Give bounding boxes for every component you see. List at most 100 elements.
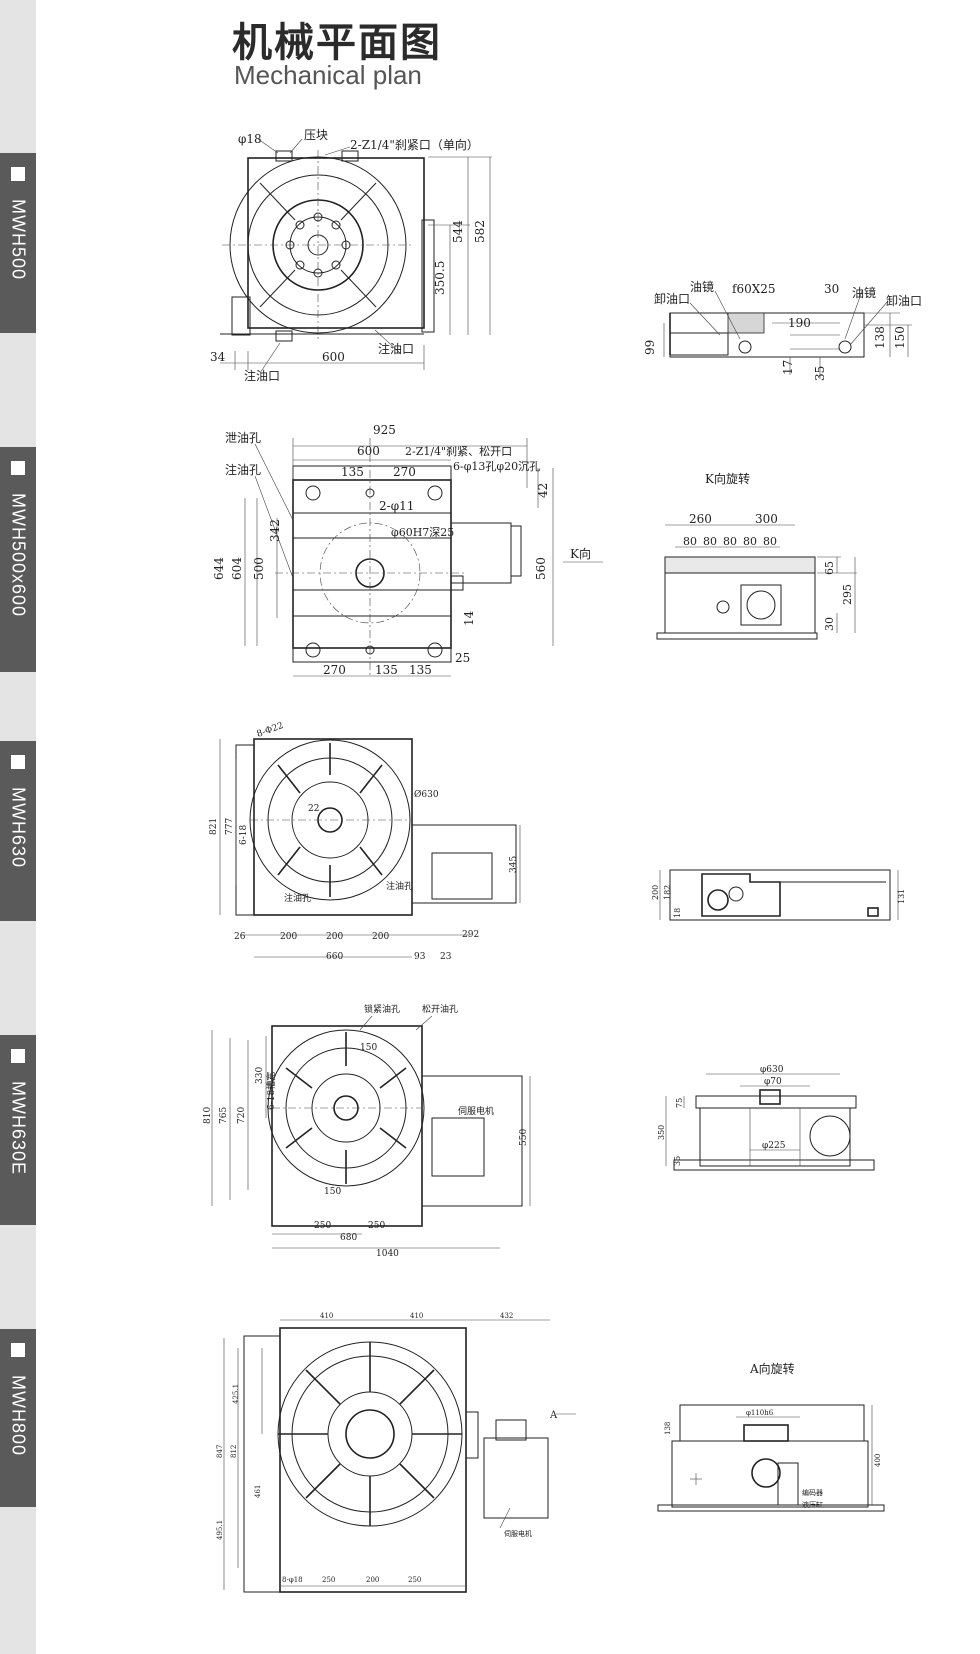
note-label: 卸油口 — [886, 293, 922, 308]
note-label: 压块 — [304, 128, 328, 142]
dim-label: 544 — [451, 220, 465, 243]
dim-label: 35 — [813, 366, 827, 381]
dim-label: φ630 — [760, 1065, 784, 1075]
mwh800-aview-drawing: A向旋转 φ110h6 400 138 编码器 液压缸 — [657, 1361, 885, 1512]
dim-label: φ70 — [764, 1077, 782, 1087]
dim-label: 461 — [254, 1485, 262, 1498]
dim-label: 847 — [216, 1445, 224, 1458]
dim-label: 150 — [893, 326, 907, 349]
mwh500x600-plan-drawing: 925 泄油孔 600 2-Z1/4"刹紧、松开口 注油孔 135 270 6-… — [212, 423, 603, 677]
note-label: 锁紧油孔 — [364, 1003, 400, 1015]
dim-label: 200 — [366, 1576, 379, 1584]
dim-label: 350.5 — [433, 261, 447, 295]
mwh500-plan-drawing: φ18 压块 2-Z1/4"刹紧口（单向） 544 582 350.5 34 6… — [210, 128, 492, 383]
dim-label: 8-Φ22 — [256, 721, 285, 740]
model-tab-label: MWH630 — [8, 787, 29, 869]
note-label: 卸油口 — [654, 291, 690, 306]
dim-label: 65 — [823, 561, 836, 575]
bullet-square-icon — [11, 167, 25, 181]
mwh630-plan-drawing: 8-Φ22 Ø630 821 777 6-18 22 345 注油孔 注油孔 2… — [209, 721, 521, 962]
dim-label: 495.1 — [216, 1520, 224, 1540]
mwh630e-plan-drawing: 锁紧油孔 松开油孔 150 330 6-18槽宽 810 765 720 伺服电… — [203, 1003, 531, 1259]
dim-label: 6-18 — [239, 825, 249, 845]
dim-label: 26 — [234, 932, 246, 942]
note-label: 2-Z1/4"刹紧、松开口 — [405, 444, 512, 458]
model-tab-mwh800[interactable]: MWH800 — [0, 1329, 36, 1507]
mwh630-side-drawing: 200 182 18 131 — [651, 869, 906, 921]
dim-label: 345 — [509, 856, 519, 873]
note-label: 2-φ11 — [379, 499, 414, 513]
dim-label: 200 — [651, 885, 660, 900]
dim-label: 1040 — [376, 1249, 399, 1259]
dim-label: 821 — [209, 818, 219, 835]
dim-label: 30 — [823, 617, 836, 631]
dim-label: 680 — [340, 1233, 357, 1243]
mwh630e-side-drawing: φ630 φ70 75 350 35 φ225 — [657, 1065, 875, 1171]
dim-label: 18 — [673, 908, 682, 918]
dim-label: 250 — [408, 1576, 421, 1584]
page-subtitle: Mechanical plan — [234, 60, 422, 90]
dim-label: 925 — [373, 423, 396, 437]
dim-label: 812 — [230, 1445, 238, 1458]
dim-label: 75 — [675, 1098, 684, 1108]
model-tab-label: MWH500 — [8, 199, 29, 281]
model-tab-label: MWH630E — [8, 1081, 29, 1176]
dim-label: 410 — [410, 1312, 423, 1320]
model-tab-mwh500x600[interactable]: MWH500x600 — [0, 447, 36, 672]
dim-label: 200 — [372, 932, 389, 942]
note-label: 注油口 — [244, 368, 280, 383]
dim-label: 30 — [824, 282, 839, 296]
dim-label: 292 — [462, 930, 479, 940]
dim-label: φ18 — [238, 132, 262, 146]
dim-label: 250 — [322, 1576, 335, 1584]
note-label: 编码器 — [802, 1488, 823, 1497]
note-label: 注油孔 — [284, 892, 311, 904]
dim-label: 720 — [237, 1107, 247, 1124]
note-label: 2-Z1/4"刹紧口（单向） — [350, 137, 479, 152]
dim-label: 23 — [440, 952, 452, 962]
dim-label: 135 — [375, 663, 398, 677]
model-tab-mwh630[interactable]: MWH630 — [0, 741, 36, 921]
dim-label: φ225 — [762, 1141, 786, 1151]
mwh500-side-drawing: 卸油口 油镜 f60X25 30 油镜 卸油口 190 99 138 150 1… — [643, 279, 922, 381]
mwh800-plan-drawing: 410 410 432 425.1 847 812 495.1 461 A 伺服… — [216, 1312, 576, 1593]
dim-label: 777 — [225, 818, 235, 835]
dim-label: 42 — [536, 483, 550, 498]
note-label: 6-φ13孔φ20沉孔 — [453, 460, 540, 473]
dim-label: φ110h6 — [746, 1409, 774, 1417]
mwh500x600-kview-drawing: K向旋转 260 300 80 80 80 80 80 65 295 30 — [656, 471, 857, 640]
dim-label: 99 — [643, 340, 657, 355]
dim-label: 350 — [657, 1125, 666, 1140]
dim-label: 138 — [873, 326, 887, 349]
note-label: K向 — [570, 546, 591, 561]
page-title: 机械平面图 — [232, 20, 442, 66]
dim-label: 270 — [393, 465, 416, 479]
model-tab-mwh500[interactable]: MWH500 — [0, 153, 36, 333]
note-label: 伺服电机 — [504, 1529, 532, 1538]
dim-label: 93 — [414, 952, 426, 962]
dim-label: 400 — [874, 1454, 882, 1467]
note-label: 注油口 — [378, 341, 414, 356]
dim-label: 765 — [219, 1107, 229, 1124]
dim-label: 22 — [308, 804, 319, 814]
dim-label: 135 — [341, 465, 364, 479]
model-tab-mwh630e[interactable]: MWH630E — [0, 1035, 36, 1225]
dim-label: 600 — [322, 350, 345, 364]
dim-label: 135 — [409, 663, 432, 677]
view-title: A向旋转 — [749, 1361, 795, 1376]
dim-label: 200 — [326, 932, 343, 942]
dim-label: f60X25 — [732, 282, 776, 296]
dim-label: 80 — [703, 535, 717, 548]
dim-label: 34 — [210, 350, 226, 364]
dim-label: 410 — [320, 1312, 333, 1320]
model-tab-label: MWH500x600 — [8, 493, 29, 618]
dim-label: 500 — [252, 557, 266, 580]
note-label: 液压缸 — [802, 1500, 823, 1509]
dim-label: 432 — [500, 1312, 513, 1320]
dim-label: 190 — [788, 316, 811, 330]
dim-label: 8-φ18 — [282, 1576, 303, 1584]
view-title: K向旋转 — [705, 471, 750, 486]
dim-label: 295 — [841, 584, 854, 605]
dim-label: 25 — [455, 651, 470, 665]
dim-label: 182 — [663, 885, 672, 900]
